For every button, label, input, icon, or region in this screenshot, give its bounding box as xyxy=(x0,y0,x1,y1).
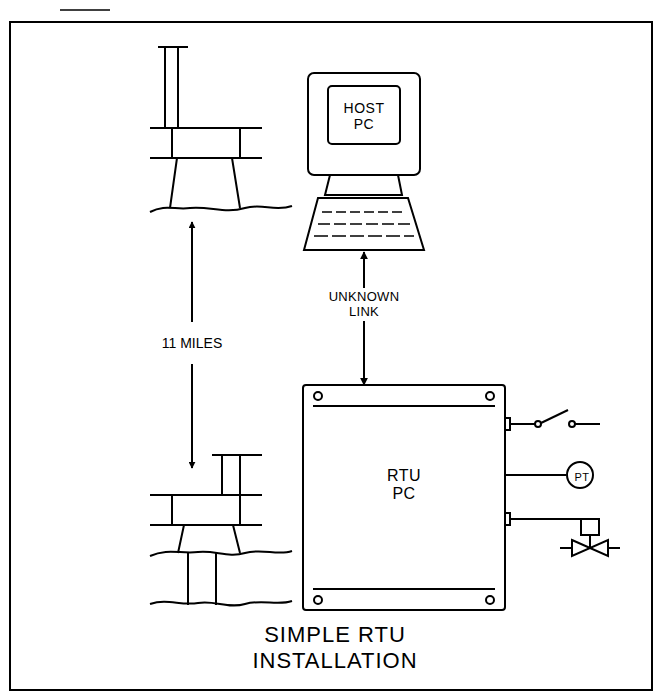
node-text: HOST PC xyxy=(332,100,396,132)
lower-platform xyxy=(150,455,292,606)
caption: SIMPLE RTU INSTALLATION xyxy=(225,622,445,675)
computer-node: HOST PC xyxy=(304,72,424,252)
computer-symbol xyxy=(304,73,424,250)
distance-arrow xyxy=(191,364,193,468)
frame-mark xyxy=(60,9,110,11)
distance-arrow xyxy=(191,222,193,322)
connector xyxy=(505,474,566,476)
distance-label: 11 MILES xyxy=(160,335,224,351)
pt-circle: PT xyxy=(566,461,594,489)
link-label: UNKNOWN LINK xyxy=(319,288,409,322)
rtu-box: RTU PC xyxy=(303,385,505,610)
frame xyxy=(10,22,652,690)
node-text: PT xyxy=(574,471,589,484)
switch-symbol xyxy=(510,410,600,427)
valve-symbol xyxy=(510,519,620,556)
rtu-housing xyxy=(303,385,510,610)
upper-platform xyxy=(150,47,292,212)
node-text: RTU PC xyxy=(374,467,434,504)
